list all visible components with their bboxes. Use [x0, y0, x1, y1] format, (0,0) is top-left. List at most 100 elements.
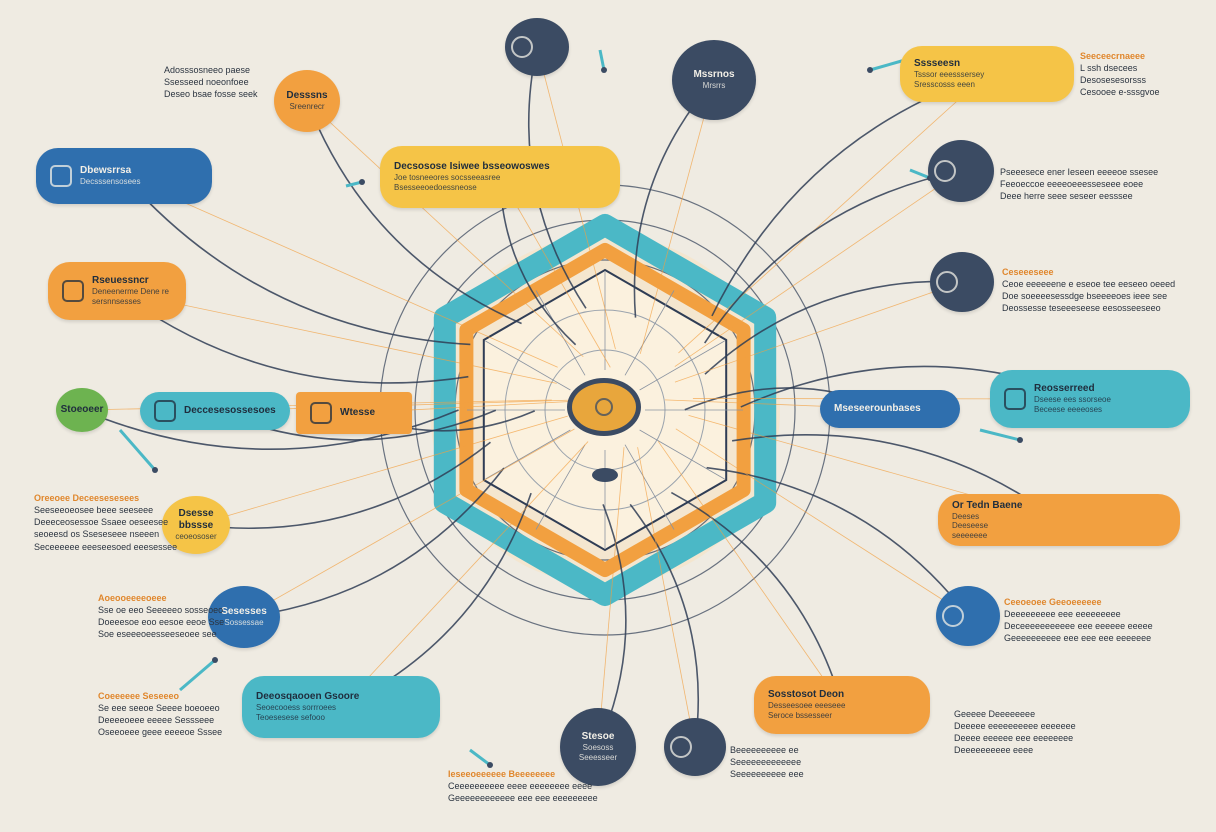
hand-icon	[942, 605, 964, 627]
annotation-line: Deee herre seee seseer eesssee	[1000, 191, 1133, 202]
node-subtitle: Bsesseeoedoessneose	[394, 183, 477, 192]
node-subtitle: Deeseese	[952, 521, 989, 531]
node-subtitle: Sreenrecr	[289, 102, 325, 112]
annotation-heading: Ceeoeoee Geeoeeeeee	[1004, 597, 1102, 607]
node-subtitle: Beceese eeeeoses	[1034, 405, 1103, 414]
orange-center-left-node: Wtesse	[296, 392, 412, 434]
arrow-head	[359, 179, 365, 185]
node-subtitle: Sossessae	[224, 618, 264, 628]
node-title: Dsesse bbssse	[178, 508, 214, 532]
arrow-line	[598, 49, 606, 71]
annotation-line: Seeseeoeosee beee seeseee	[34, 505, 154, 516]
annotation-line: Ceoe eeeeeene e eseoe tee eeseeo oeeed	[1002, 279, 1176, 290]
phone-icon	[50, 165, 72, 187]
node-subtitle: Teoesesese sefooo	[256, 713, 325, 722]
annotation-line: Beeeeeeeeee ee	[730, 745, 799, 755]
node-subtitle: Seeesseer	[578, 753, 618, 762]
node-subtitle: Decsssensosees	[80, 177, 141, 187]
annotation-line: Deseo bsae fosse seek	[164, 89, 258, 100]
connector-thin	[340, 441, 589, 708]
node-subtitle: Desseesoee eeeseee	[768, 701, 846, 711]
annotation-line: Deeeeoeee eeeee Sessseee	[98, 715, 215, 726]
node-text: Wtesse	[340, 407, 398, 419]
node-subtitle: Soesoss	[582, 743, 614, 753]
arrow-head	[601, 67, 607, 73]
arrow-line	[118, 429, 157, 471]
annotation-line: Geeeee Deeeeeeee	[954, 709, 1036, 719]
annotation-l3: Coeeeeee Seseeeo Se eee seeoe Seeee boeoe…	[98, 690, 222, 739]
navy-bottom-right-node	[664, 718, 726, 776]
connector-thin	[597, 447, 625, 748]
annotation-line: Desosesesorsss	[1080, 75, 1147, 86]
green-left-node: Stoeoeer	[56, 388, 108, 432]
connector-thin	[675, 428, 969, 617]
annotation-line: Doeeesoe eoo eesoe eeoe Sse	[98, 617, 225, 628]
bottle-icon	[1004, 388, 1026, 410]
hexagon-middle-band	[459, 243, 751, 577]
spoke-line	[639, 340, 725, 391]
node-title: Wtesse	[340, 407, 376, 418]
annotation-line: Deceeeeeeeeeee eee eeeeee eeeee	[1004, 621, 1153, 632]
annotation-line: Ssesseed noeonfoee	[164, 77, 249, 88]
node-title: Mssrnos	[693, 69, 735, 81]
annotation-heading: Coeeeeee Seseeeo	[98, 691, 180, 701]
annotation-line: L ssh dsecees	[1080, 63, 1138, 74]
node-title: Decsosose Isiwee bsseowoswes	[394, 161, 550, 173]
arrow-head	[1017, 437, 1023, 443]
annotation-line: Geeeeeeeeeeee eee eee eeeeeeeee	[448, 793, 598, 804]
annotation-line: Se eee seeoe Seeee boeoeeo	[98, 703, 220, 714]
annotation-heading: Ieseeoeeeeee Beeeeeeee	[448, 769, 556, 779]
node-subtitle: Deeses	[952, 511, 980, 521]
annotation-line: Seceeeeee eeeseesoed eeesessee	[34, 541, 178, 552]
connector-thin	[116, 290, 557, 384]
connector-thin	[499, 176, 611, 368]
annotation-line: Sse oe eeo Seeeeeo sosseoeo	[98, 605, 224, 616]
spoke-line	[624, 444, 675, 530]
spoke-line	[485, 340, 571, 391]
node-subtitle: Sresscosss eeen	[914, 80, 975, 89]
annotation-line: Soe eseeeoeesseeseoee see	[98, 629, 217, 640]
arrow-head	[487, 762, 493, 768]
arrow-head	[212, 657, 218, 663]
node-title: Deccesesossesoes	[184, 405, 276, 416]
node-subtitle: ceoeososer	[175, 532, 217, 542]
annotation-line: Oseeoeee geee eeeeoe Sssee	[98, 727, 223, 738]
navy-right-1-node	[928, 140, 994, 202]
stamp-icon	[936, 271, 958, 293]
connector-thin	[674, 170, 962, 367]
annotation-heading: Seeceecrnaeee	[1080, 51, 1146, 61]
connector-thin	[243, 428, 575, 618]
connector-line	[123, 175, 471, 346]
annotation-line: Deeee eeeeee eee eeeeeeee	[954, 733, 1074, 744]
node-subtitle: seeeeeee	[952, 530, 988, 540]
node-subtitle: Deneenerme Dene re	[92, 287, 169, 297]
annotation-line: Ceeeeeeeeee eeee eeeeeeee eeee	[448, 781, 593, 792]
connector-thin	[674, 281, 963, 383]
arrow-line	[179, 658, 216, 692]
annotation-line: Deeeceosessoe Ssaee oeseesee	[34, 517, 169, 528]
hub-stub	[592, 468, 618, 482]
annotation-heading: Oreeoee Deceesesesees	[34, 493, 140, 503]
annotation-line: Deeeeeeeeee eeee	[954, 745, 1034, 756]
